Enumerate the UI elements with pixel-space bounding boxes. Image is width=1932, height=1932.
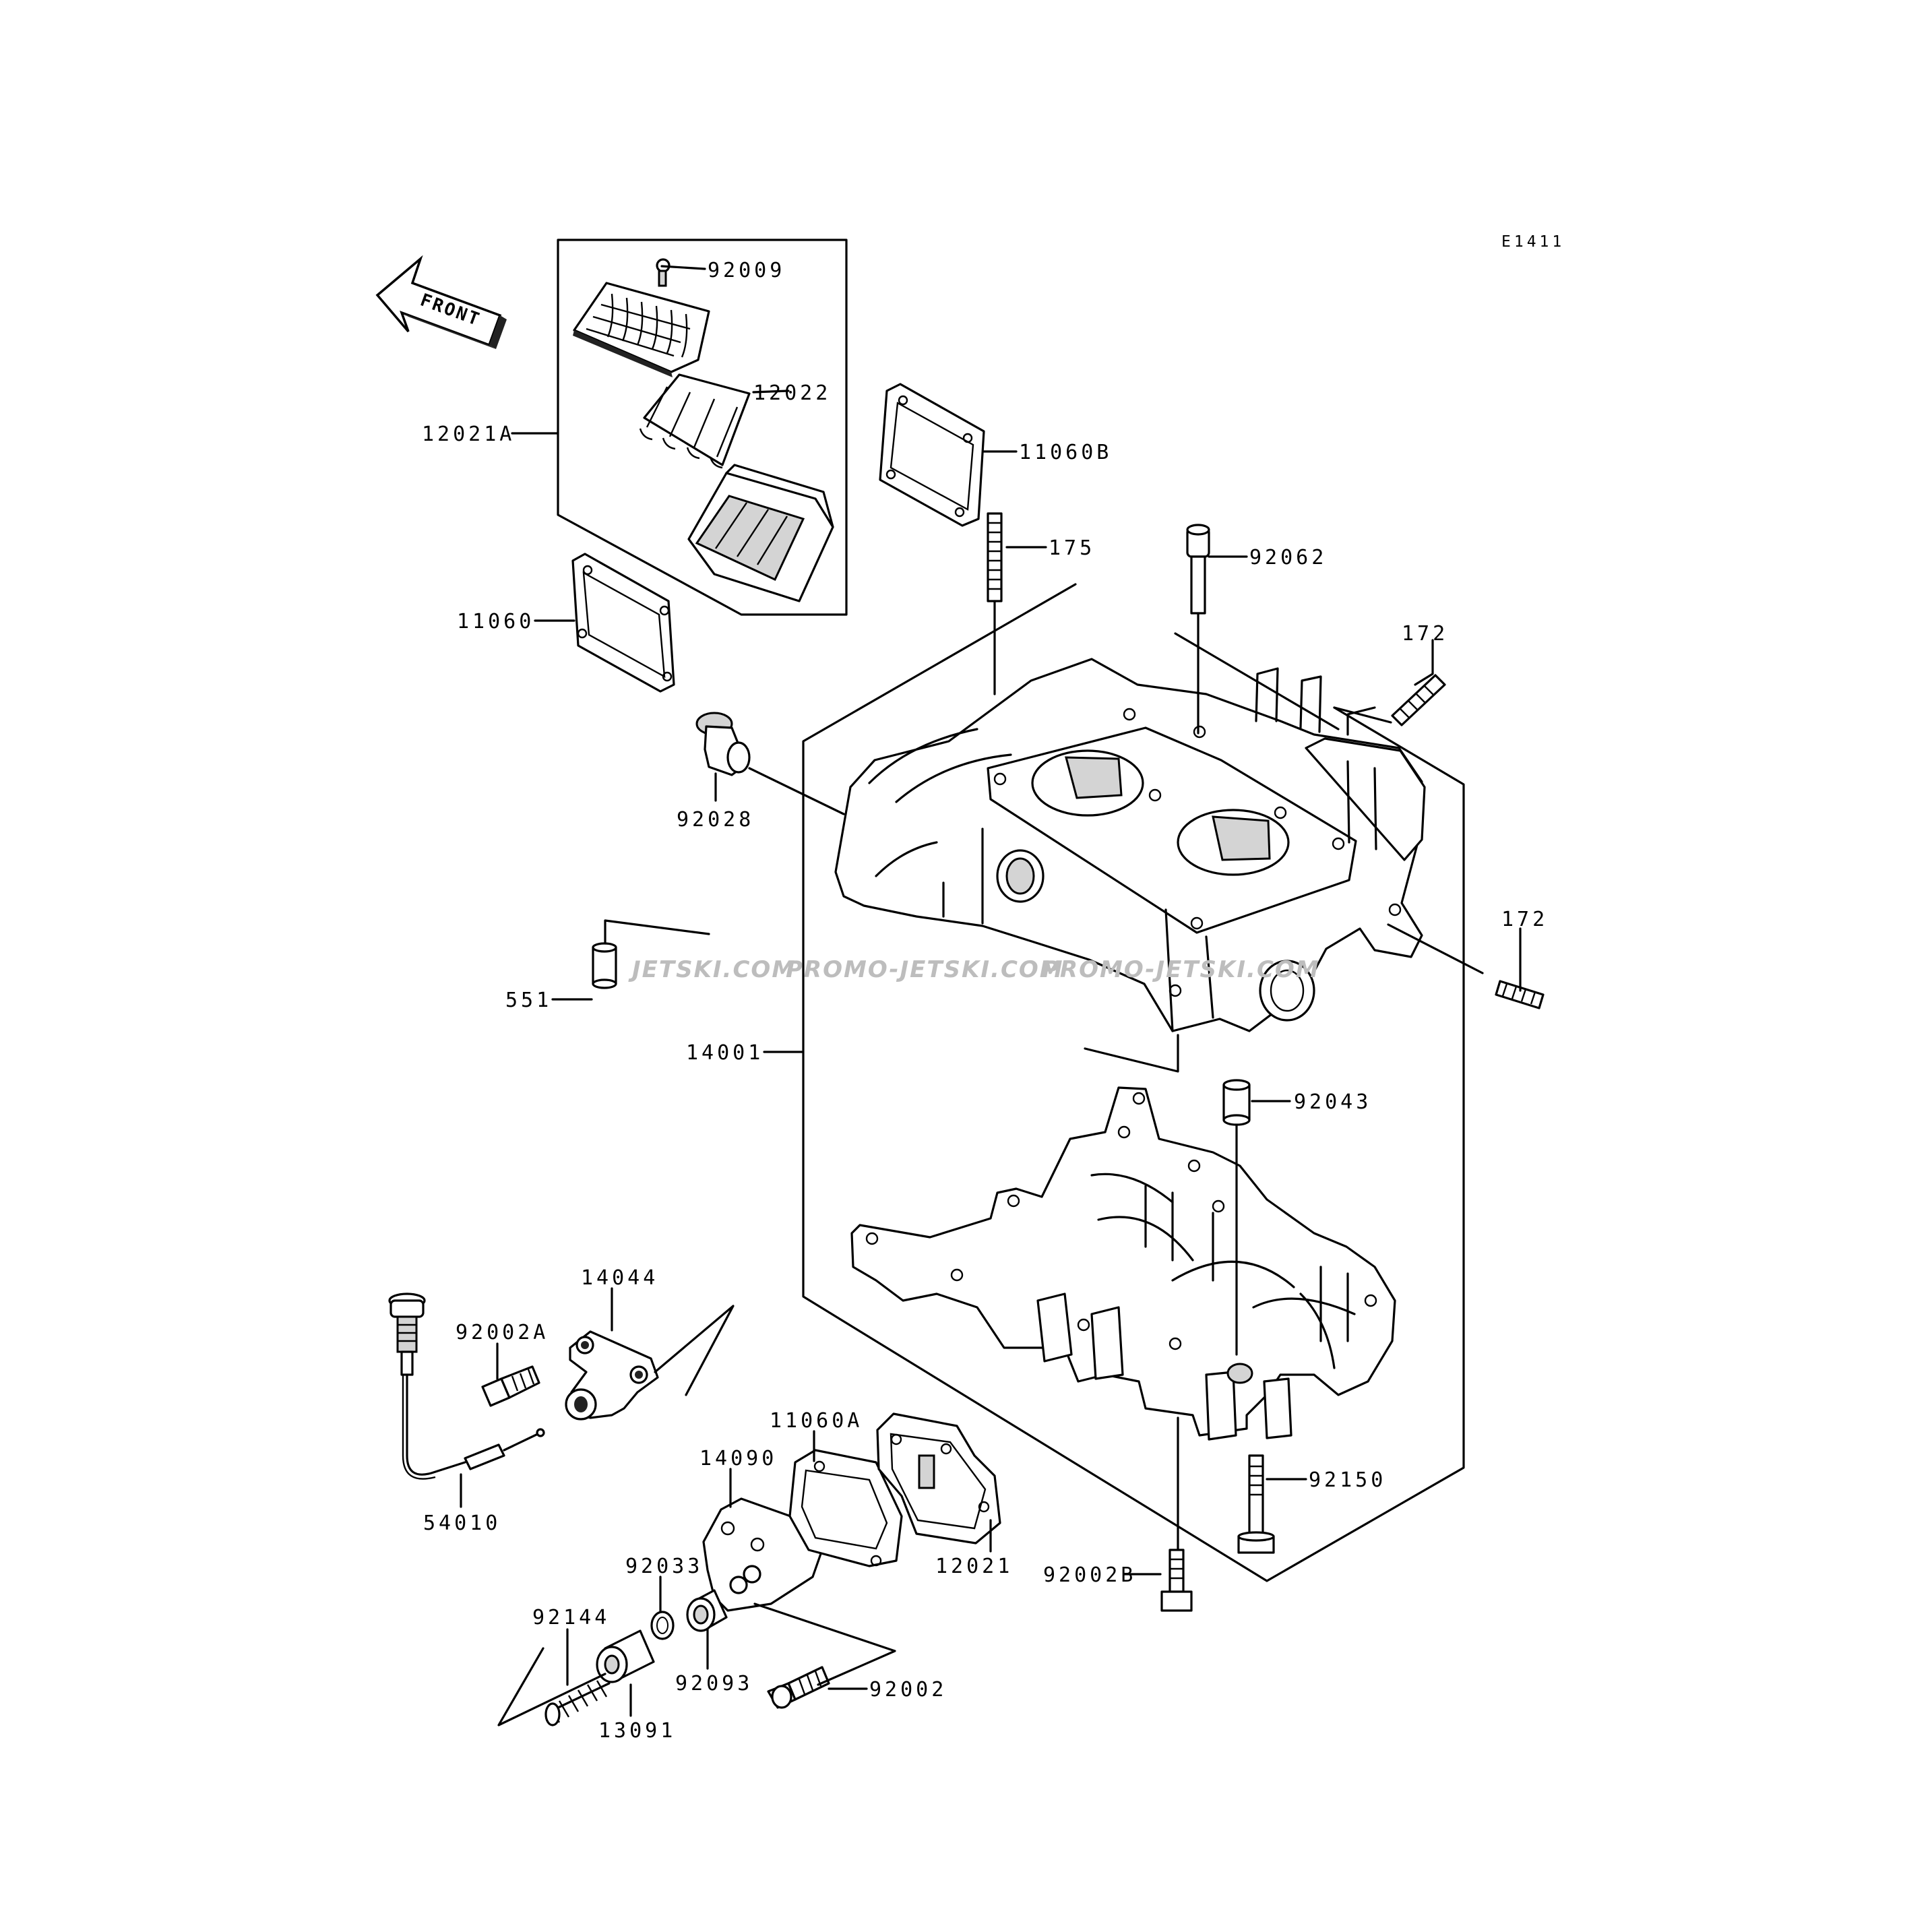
part-label-172-right: 172 (1501, 908, 1548, 931)
gasket-11060B-part (879, 383, 985, 527)
stud-172-upper-part (1391, 674, 1446, 726)
plunger-13091-part (596, 1629, 655, 1683)
bolt-92062-part (1186, 524, 1210, 615)
lower-crankcase-part (850, 1086, 1396, 1441)
cover-14090-part (702, 1497, 823, 1612)
cable-54010-part (388, 1292, 545, 1480)
housing-14044-part (565, 1330, 659, 1421)
part-label-13091: 13091 (598, 1719, 676, 1743)
part-label-11060B: 11060B (1019, 441, 1112, 464)
part-label-12022: 12022 (753, 381, 831, 405)
part-label-92002: 92002 (869, 1678, 947, 1702)
stud-175-part (987, 512, 1003, 602)
front-arrow-icon: FRONT (375, 255, 507, 349)
spring-92144-part (544, 1680, 611, 1726)
part-labels: 92009 12022 12021A 11060B 175 92062 1106… (422, 259, 1548, 1743)
part-label-551: 551 (505, 989, 552, 1012)
stud-172-right-part (1495, 980, 1545, 1009)
bolt-92002-part (767, 1666, 830, 1709)
knock-pin-92043-part (1222, 1079, 1251, 1126)
reed-block-part (687, 464, 834, 602)
reed-valve-kit-group (557, 239, 848, 616)
frame-top-line (1174, 632, 1340, 730)
dowel-551-part (592, 942, 617, 989)
reed-petals-part (639, 373, 751, 469)
watermark-text-3: PROMO-JETSKI.COM (1042, 956, 1320, 983)
part-label-92002A: 92002A (456, 1321, 549, 1344)
part-label-92028: 92028 (677, 808, 754, 832)
part-label-92144: 92144 (532, 1606, 610, 1629)
watermark-text-2: PROMO-JETSKI.COM (786, 956, 1064, 983)
seal-92093-part (686, 1589, 728, 1632)
part-label-92150: 92150 (1309, 1468, 1386, 1492)
gasket-11060-part (571, 553, 675, 693)
part-label-172-upper: 172 (1402, 622, 1448, 646)
part-label-92043: 92043 (1294, 1090, 1371, 1114)
part-label-14001: 14001 (686, 1041, 764, 1065)
part-label-14044: 14044 (581, 1266, 658, 1290)
bolt-92150-part (1237, 1454, 1275, 1554)
leader-lines (460, 265, 1522, 1726)
upper-crankcase-part (834, 658, 1426, 1032)
diagram-code: E1411 (1501, 233, 1565, 251)
bolt-92002B-part (1160, 1549, 1193, 1612)
part-label-12021A: 12021A (422, 423, 515, 446)
plug-92028-part (695, 712, 751, 776)
watermark: JETSKI.COM PROMO-JETSKI.COM PROMO-JETSKI… (628, 956, 1320, 983)
part-label-92062: 92062 (1249, 546, 1327, 569)
watermark-text-1: JETSKI.COM (628, 956, 796, 983)
gasket-12021-part (876, 1412, 1001, 1545)
bolt-92002A-part (481, 1365, 540, 1407)
gasket-11060A-part (788, 1449, 903, 1567)
part-label-14090: 14090 (699, 1447, 777, 1470)
part-label-92009: 92009 (708, 259, 785, 282)
part-label-175: 175 (1049, 536, 1095, 560)
part-label-11060: 11060 (457, 610, 534, 633)
part-label-12021: 12021 (935, 1555, 1013, 1578)
circlip-92033-part (650, 1611, 675, 1640)
crankcase-assembly-frame (802, 583, 1465, 1582)
part-label-92033: 92033 (625, 1555, 703, 1578)
part-label-11060A: 11060A (770, 1409, 863, 1433)
part-label-54010: 54010 (423, 1512, 501, 1535)
reed-stopper-part (573, 258, 710, 377)
part-label-92093: 92093 (675, 1672, 753, 1695)
part-label-92002B: 92002B (1043, 1563, 1136, 1587)
